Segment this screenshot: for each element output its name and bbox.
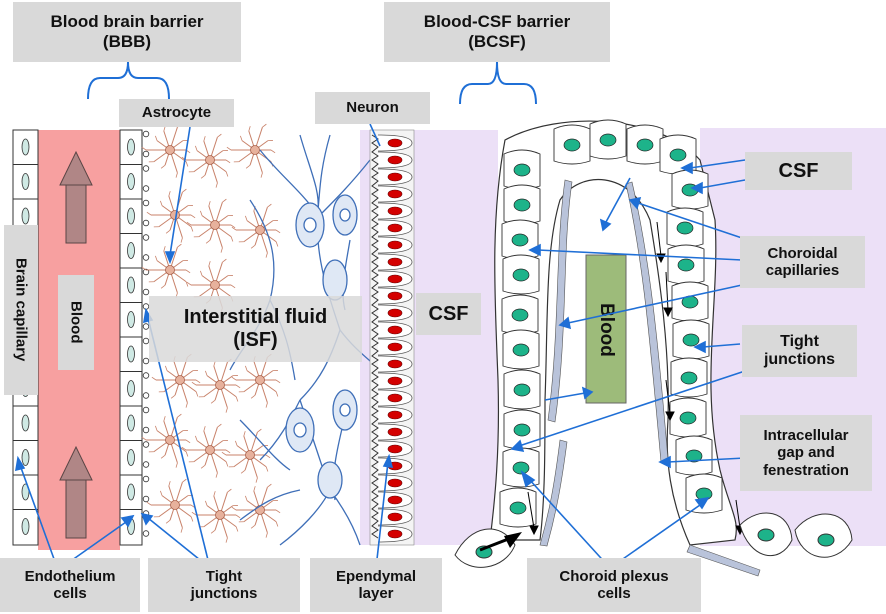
brain-capillary-text: Brain capillary — [12, 258, 30, 362]
blood-flow-arrow-bottom — [59, 445, 93, 539]
choroidal-line2: capillaries — [765, 262, 840, 279]
choroid-plexus — [489, 119, 761, 577]
endothelium-line1: Endothelium — [24, 567, 116, 585]
isf-line2: (ISF) — [233, 329, 278, 351]
endothelium-cells-label: Endothelium cells — [0, 558, 140, 612]
csf-right-label: CSF — [745, 152, 852, 190]
bbb-brace — [87, 61, 170, 100]
blood-flow-arrow-top — [59, 150, 93, 244]
choroid-plexus-line2: cells — [597, 585, 631, 602]
choroid-plexus-line1: Choroid plexus — [559, 567, 669, 585]
tight-junctions-right-label: Tight junctions — [742, 325, 857, 377]
astrocyte-label: Astrocyte — [119, 99, 234, 127]
bcsf-brace — [459, 61, 537, 105]
choroidal-line1: Choroidal — [767, 244, 838, 262]
ependymal-layer-label: Ependymal layer — [310, 558, 442, 612]
choroid-blood-box — [585, 254, 627, 404]
tight-right-line2: junctions — [763, 351, 836, 368]
tight-junctions-bottom-label: Tight junctions — [148, 558, 300, 612]
bcsf-title-line1: Blood-CSF barrier — [423, 12, 571, 32]
tight-right-line1: Tight — [780, 332, 819, 350]
ependymal-layer — [369, 129, 415, 546]
isf-label: Interstitial fluid (ISF) — [149, 296, 362, 362]
intracellular-line3: fenestration — [763, 461, 849, 479]
intracellular-line2: gap and — [777, 444, 835, 462]
choroidal-capillaries-label: Choroidal capillaries — [740, 236, 865, 288]
brain-capillary-label: Brain capillary — [4, 225, 38, 395]
choroid-plexus-cells-label: Choroid plexus cells — [527, 558, 701, 612]
endothelium-right-column — [119, 129, 150, 546]
isf-line1: Interstitial fluid — [183, 306, 328, 328]
tight-bottom-line2: junctions — [190, 585, 258, 602]
endothelium-line2: cells — [53, 585, 87, 602]
bcsf-title-line2: (BCSF) — [468, 32, 526, 51]
ependymal-line1: Ependymal — [335, 567, 417, 585]
neuron-label: Neuron — [315, 92, 430, 124]
bbb-title: Blood brain barrier (BBB) — [13, 2, 241, 62]
bcsf-title: Blood-CSF barrier (BCSF) — [384, 2, 610, 62]
bbb-title-line1: Blood brain barrier — [50, 12, 204, 32]
csf-middle-label: CSF — [416, 293, 481, 335]
loose-choroid-cells — [454, 512, 853, 568]
pointer-lines — [15, 123, 749, 571]
choroid-blood-label: Blood — [596, 303, 617, 357]
ependymal-line2: layer — [358, 585, 394, 602]
blood-left-text: Blood — [67, 301, 85, 344]
bbb-title-line2: (BBB) — [102, 32, 152, 51]
intracellular-gap-label: Intracellular gap and fenestration — [740, 415, 872, 491]
tight-bottom-line1: Tight — [205, 567, 243, 585]
intracellular-line1: Intracellular — [763, 427, 849, 445]
blood-left-label: Blood — [58, 275, 94, 370]
